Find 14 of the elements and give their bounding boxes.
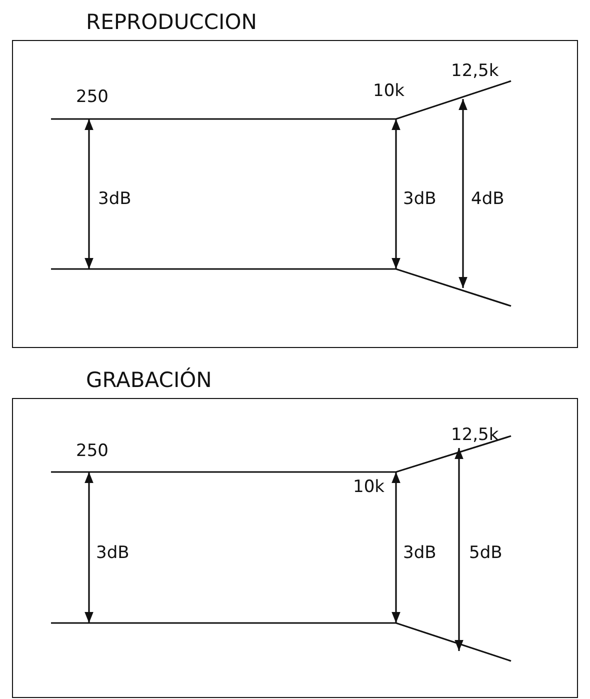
dimension-label: 3dB: [96, 543, 130, 563]
dimension-label: 4dB: [471, 189, 504, 209]
dimension-label: 250: [76, 441, 108, 461]
dimension-label: 12,5k: [451, 425, 499, 445]
dimension-label: 10k: [373, 81, 404, 101]
dimension-label: 3dB: [403, 189, 436, 209]
dimension-label: 5dB: [469, 543, 502, 563]
dimension-label: 3dB: [403, 543, 436, 563]
panel-title: REPRODUCCION: [86, 10, 257, 34]
dimension-label: 10k: [353, 477, 384, 497]
panel-title: GRABACIÓN: [86, 368, 212, 392]
dimension-label: 250: [76, 87, 108, 107]
dimension-label: 3dB: [98, 189, 132, 209]
dimension-label: 12,5k: [451, 61, 499, 81]
